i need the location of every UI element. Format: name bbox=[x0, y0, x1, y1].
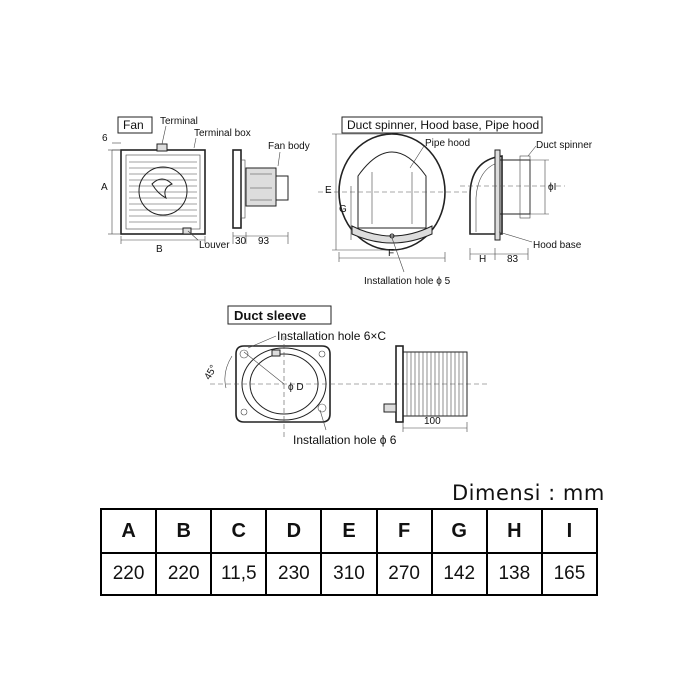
fan-body-side bbox=[245, 167, 277, 207]
sleeve-dim-100: 100 bbox=[424, 416, 441, 427]
dimension-value-row: 220 220 11,5 230 310 270 142 138 165 bbox=[99, 552, 599, 596]
technical-drawing: Fan A B 6 bbox=[101, 116, 593, 447]
fan-dim-93: 93 bbox=[258, 236, 270, 247]
fan-front-inner bbox=[125, 154, 201, 230]
sleeve-diagram: Duct sleeve 45° ϕ D Installation hole 6×… bbox=[203, 305, 490, 447]
duct-diagram: Duct spinner, Hood base, Pipe hood E G F… bbox=[318, 116, 593, 287]
dimension-table: A B C D E F G H I 220 220 11,5 230 310 2… bbox=[99, 508, 599, 596]
dimension-value-cell: 142 bbox=[430, 552, 488, 596]
duct-spinner-label: Duct spinner bbox=[536, 140, 593, 151]
fan-side-flange bbox=[232, 149, 242, 229]
sleeve-title-box bbox=[227, 305, 332, 325]
fan-dim-a: A bbox=[101, 182, 108, 193]
fan-terminal-box-label: Terminal box bbox=[194, 128, 251, 139]
fan-terminal bbox=[156, 143, 168, 152]
pipe-hood-side bbox=[469, 155, 503, 235]
dimension-unit-label: Dimensi : mm bbox=[452, 481, 605, 505]
hood-base-bottom bbox=[351, 225, 433, 244]
sleeve-angle: 45° bbox=[203, 363, 220, 382]
fan-louver-label: Louver bbox=[199, 240, 230, 251]
hood-base-side bbox=[494, 149, 501, 241]
duct-spinner-body bbox=[499, 159, 531, 215]
pipe-hood-label: Pipe hood bbox=[425, 138, 470, 149]
dimension-header-cell: C bbox=[210, 508, 268, 554]
duct-dim-83: 83 bbox=[507, 254, 519, 265]
sleeve-ribs bbox=[406, 352, 464, 416]
hood-base-label: Hood base bbox=[533, 240, 582, 251]
fan-diagram: Fan A B 6 bbox=[101, 116, 310, 255]
pipe-hood-front bbox=[357, 151, 427, 229]
fan-blade-icon bbox=[151, 178, 173, 200]
dimension-header-cell: A bbox=[99, 508, 158, 554]
fan-terminal-label: Terminal bbox=[160, 116, 198, 127]
dimension-header-cell: B bbox=[155, 508, 213, 554]
duct-dim-h: H bbox=[479, 254, 486, 265]
dimension-header-row: A B C D E F G H I bbox=[99, 508, 599, 554]
fan-title-box bbox=[117, 116, 153, 134]
dimension-value-cell: 165 bbox=[540, 552, 599, 596]
dimension-value-cell: 230 bbox=[265, 552, 323, 596]
fan-dim-6: 6 bbox=[102, 133, 108, 144]
dimension-value-cell: 270 bbox=[375, 552, 433, 596]
fan-louver-tab bbox=[182, 227, 192, 235]
dimension-value-cell: 138 bbox=[485, 552, 543, 596]
dimension-header-cell: D bbox=[265, 508, 323, 554]
dimension-value-cell: 310 bbox=[320, 552, 378, 596]
install-hole-6-label: Installation hole ϕ 6 bbox=[293, 433, 397, 447]
duct-dim-e: E bbox=[325, 185, 332, 196]
install-hole-c-label: Installation hole 6×C bbox=[277, 329, 386, 343]
dimension-header-cell: F bbox=[375, 508, 433, 554]
fan-dim-30: 30 bbox=[235, 236, 247, 247]
duct-title: Duct spinner, Hood base, Pipe hood bbox=[347, 118, 539, 132]
duct-dim-i: ϕI bbox=[548, 182, 556, 193]
sleeve-title: Duct sleeve bbox=[234, 308, 306, 323]
sleeve-plate bbox=[235, 345, 331, 423]
sleeve-dim-d: ϕ D bbox=[288, 382, 304, 393]
fan-dim-b: B bbox=[156, 244, 163, 255]
fan-blade-circle bbox=[138, 166, 188, 216]
dimension-header-cell: H bbox=[485, 508, 543, 554]
dimension-header-cell: E bbox=[320, 508, 378, 554]
fan-title: Fan bbox=[123, 118, 144, 132]
dimension-value-cell: 220 bbox=[99, 552, 158, 596]
duct-dim-g: G bbox=[339, 204, 347, 215]
dimension-value-cell: 220 bbox=[155, 552, 213, 596]
fan-body-label: Fan body bbox=[268, 141, 310, 152]
duct-title-box bbox=[341, 116, 543, 134]
duct-dim-f: F bbox=[388, 248, 394, 259]
install-hole-5-label: Installation hole ϕ 5 bbox=[364, 276, 451, 287]
dimension-value-cell: 11,5 bbox=[210, 552, 268, 596]
dimension-header-cell: G bbox=[430, 508, 488, 554]
fan-outlet bbox=[275, 175, 289, 201]
dimension-header-cell: I bbox=[540, 508, 599, 554]
